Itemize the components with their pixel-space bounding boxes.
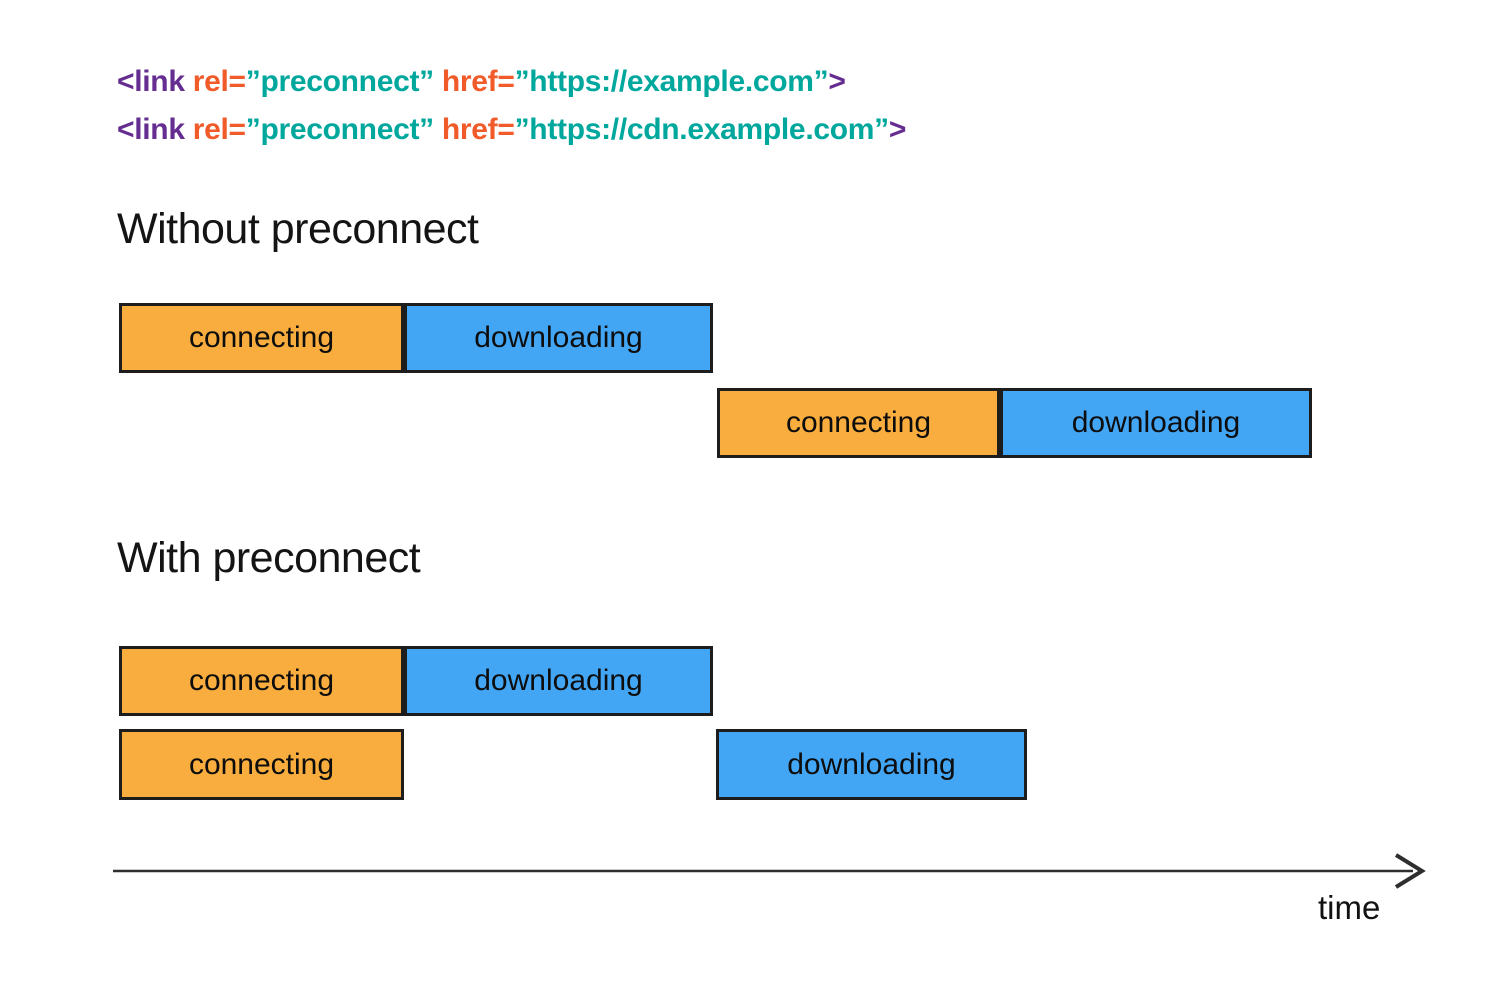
code-token-code_orange: rel=: [192, 113, 246, 146]
timeline-bar-connecting: connecting: [717, 388, 1000, 458]
code-token-code_orange: href=: [433, 113, 515, 146]
timeline-bar-downloading: downloading: [404, 646, 713, 716]
timeline-bar-connecting: connecting: [119, 729, 404, 800]
code-token-code_purple: >: [888, 113, 907, 146]
code-token-code_purple: >: [828, 65, 846, 98]
timeline-bar-connecting: connecting: [119, 646, 404, 716]
timeline-bar-label: downloading: [787, 747, 956, 781]
timeline-bar-label: connecting: [188, 747, 335, 781]
timeline-bar-downloading: downloading: [404, 303, 713, 373]
timeline-bar-downloading: downloading: [1000, 388, 1312, 458]
timeline-bar-connecting: connecting: [119, 303, 404, 373]
timeline-bar-label: connecting: [188, 664, 335, 697]
code-line: <link rel=”preconnect” href=”https://cdn…: [117, 106, 906, 154]
code-token-code_orange: rel=: [192, 65, 246, 98]
code-token-code_teal: ”https://example.com”: [514, 65, 829, 98]
section-title-without-preconnect: Without preconnect: [117, 205, 479, 253]
code-token-code_teal: ”https://cdn.example.com”: [514, 113, 890, 146]
code-token-code_purple: <link: [117, 65, 193, 98]
time-axis-label: time: [1318, 889, 1381, 926]
timeline-bar-label: downloading: [474, 321, 643, 354]
timeline-bar-label: connecting: [785, 406, 932, 439]
code-line: <link rel=”preconnect” href=”https://exa…: [117, 58, 906, 106]
code-token-code_orange: href=: [433, 65, 515, 98]
code-token-code_teal: ”preconnect”: [245, 113, 434, 146]
timeline-bar-downloading: downloading: [716, 729, 1027, 800]
section-title-with-preconnect: With preconnect: [117, 534, 421, 582]
code-token-code_teal: ”preconnect”: [245, 65, 434, 98]
code-snippet: <link rel=”preconnect” href=”https://exa…: [117, 58, 906, 154]
timeline-bar-label: connecting: [188, 321, 335, 354]
timeline-bar-label: downloading: [474, 664, 643, 697]
timeline-bar-label: downloading: [1071, 406, 1241, 439]
code-token-code_purple: <link: [117, 113, 193, 146]
time-axis-arrow: [113, 853, 1426, 889]
